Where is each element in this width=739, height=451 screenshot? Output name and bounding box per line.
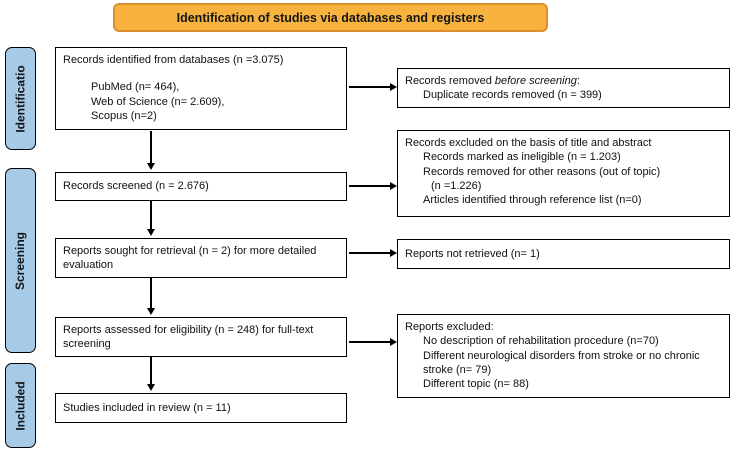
box-records-identified: Records identified from databases (n =3.… [55, 47, 347, 130]
reports-excluded-item-different-topic: Different topic (n= 88) [423, 378, 529, 391]
down-arrow-sought-to-assessed [150, 278, 152, 309]
box-reports-not-retrieved: Reports not retrieved (n= 1) [397, 239, 730, 269]
phase-screening-text: Screening [13, 231, 28, 290]
phase-identification-text: Identificatio [13, 64, 28, 133]
down-arrow-assessed-to-included [150, 357, 152, 385]
records-excluded-title: Records excluded on the basis of title a… [405, 137, 652, 149]
reports-excluded-item-no-description: No description of rehabilitation procedu… [423, 335, 659, 348]
source-pubmed: PubMed (n= 464), [91, 81, 180, 94]
records-removed-title-prefix: Records removed [405, 75, 495, 87]
phase-label-screening: Screening [5, 168, 36, 353]
right-arrow-screened-to-excluded [349, 185, 390, 187]
banner-label: Identification of studies via databases … [176, 10, 485, 25]
records-screened-text: Records screened (n = 2.676) [63, 180, 209, 193]
database-source-list: PubMed (n= 464), Web of Science (n= 2.60… [63, 80, 339, 123]
right-arrow-assessed-to-reports-excluded [349, 341, 390, 343]
studies-included-text: Studies included in review (n = 11) [63, 401, 231, 414]
box-reports-assessed: Reports assessed for eligibility (n = 24… [55, 317, 347, 357]
box-reports-excluded: Reports excluded: No description of reha… [397, 314, 730, 398]
duplicate-records-removed-text: Duplicate records removed (n = 399) [423, 89, 602, 102]
reports-sought-text: Reports sought for retrieval (n = 2) for… [63, 245, 317, 272]
phase-label-included: Included [5, 363, 36, 448]
excluded-item-ineligible: Records marked as ineligible (n = 1.203) [423, 151, 621, 164]
reports-not-retrieved-text: Reports not retrieved (n= 1) [405, 247, 540, 260]
reports-excluded-title: Reports excluded: [405, 321, 494, 333]
reports-excluded-item-different-disorders: Different neurological disorders from st… [423, 349, 700, 376]
box-records-excluded-title-abstract: Records excluded on the basis of title a… [397, 130, 730, 217]
source-web-of-science: Web of Science (n= 2.609), [91, 95, 225, 108]
records-removed-title-italic: before screening [494, 75, 577, 87]
right-arrow-sought-to-not-retrieved [349, 252, 390, 254]
box-records-screened: Records screened (n = 2.676) [55, 172, 347, 201]
records-removed-title: Records removed before screening: [405, 74, 722, 88]
excluded-item-reference-list: Articles identified through reference li… [423, 194, 642, 207]
reports-assessed-text: Reports assessed for eligibility (n = 24… [63, 324, 314, 351]
phase-included-text: Included [13, 380, 28, 431]
phase-label-identification: Identificatio [5, 47, 36, 150]
records-identified-text: Records identified from databases (n =3.… [63, 54, 284, 66]
excluded-item-other-reasons: Records removed for other reasons (out o… [423, 165, 661, 178]
banner-identification-via-databases: Identification of studies via databases … [113, 3, 548, 32]
down-arrow-identified-to-screened [150, 131, 152, 164]
box-reports-sought: Reports sought for retrieval (n = 2) for… [55, 238, 347, 278]
source-scopus: Scopus (n=2) [91, 109, 157, 122]
box-records-removed-before-screening: Records removed before screening: Duplic… [397, 68, 730, 108]
box-studies-included: Studies included in review (n = 11) [55, 393, 347, 423]
excluded-item-other-reasons-count: (n =1.226) [431, 179, 482, 192]
right-arrow-identified-to-removed [349, 86, 390, 88]
records-removed-title-suffix: : [576, 75, 580, 87]
down-arrow-screened-to-sought [150, 201, 152, 230]
